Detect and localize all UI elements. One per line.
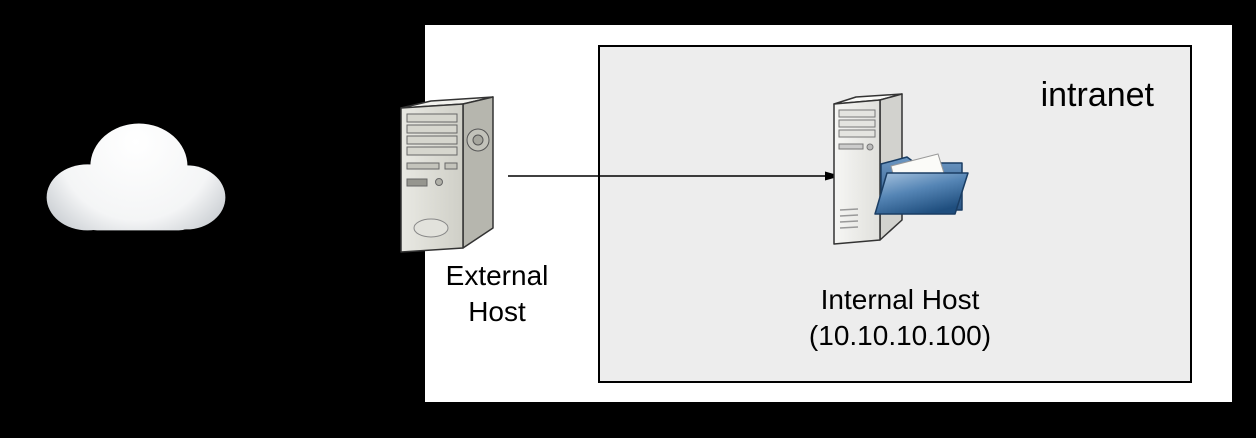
external-host-icon bbox=[385, 92, 511, 260]
external-host-label: External Host bbox=[445, 260, 549, 327]
folder-icon bbox=[874, 153, 969, 215]
cloud-icon-svg bbox=[46, 123, 226, 231]
internal-host-label: Internal Host (10.10.10.100) bbox=[780, 282, 1020, 354]
cloud-icon bbox=[38, 108, 234, 244]
connection-arrow bbox=[508, 168, 842, 184]
shared-folder-icon bbox=[874, 142, 970, 230]
arrow-icon bbox=[508, 171, 841, 181]
internal-host-ip: (10.10.10.100) bbox=[808, 320, 992, 351]
computer-tower-icon bbox=[400, 96, 494, 253]
intranet-zone-label: intranet bbox=[1040, 76, 1154, 114]
internal-host-name: Internal Host bbox=[820, 284, 980, 315]
